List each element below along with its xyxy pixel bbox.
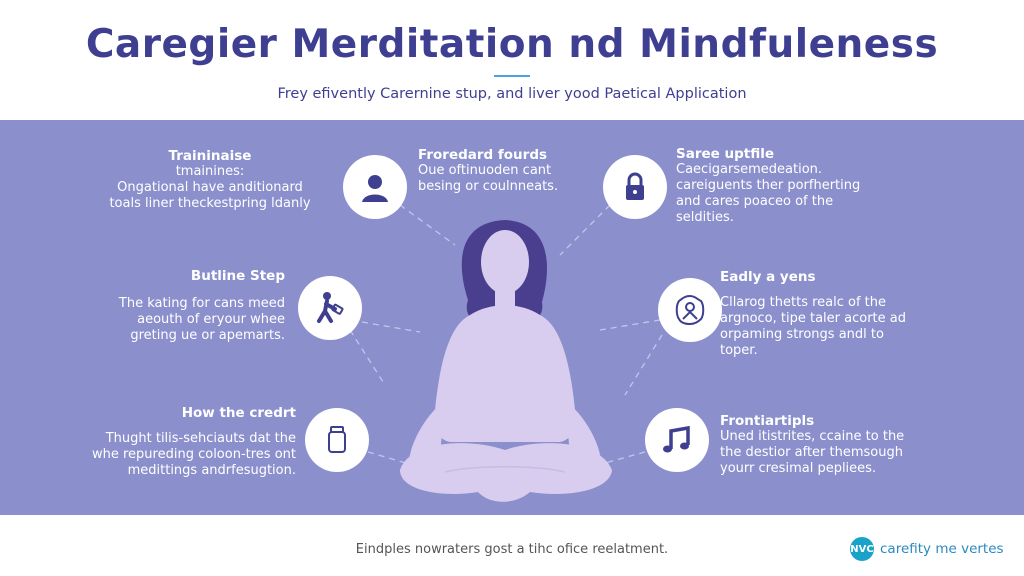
item-line: whe repureding coloon-tres ont xyxy=(92,447,296,462)
item-block: Frontiartipls Uned itistrites, ccaine to… xyxy=(720,413,940,477)
item-line: The kating for cans meed xyxy=(118,296,285,311)
brand-name: carefity me vertes xyxy=(880,541,1004,557)
item-line: toals liner theckestpring ldanly xyxy=(109,196,311,211)
footer-text: Eindples nowraters gost a tihc ofice ree… xyxy=(355,542,669,557)
item-block: Eadly a yens Cllarog thetts realc of the… xyxy=(720,269,920,359)
item-title: Eadly a yens xyxy=(720,269,816,285)
item-line: Ongational have anditionard xyxy=(117,180,303,195)
jar-icon xyxy=(305,408,369,472)
walking-person-icon xyxy=(298,276,362,340)
item-line: seldities. xyxy=(676,210,734,225)
item-block: Traininaise tmainines: Ongational have a… xyxy=(100,148,320,212)
item-line: toper. xyxy=(720,343,758,358)
item-title: Saree uptfile xyxy=(676,146,775,162)
item-line: Thught tilis-sehciauts dat the xyxy=(105,431,296,446)
item-line: argnoco, tipe taler acorte ad xyxy=(720,311,906,326)
title-divider xyxy=(494,75,530,77)
brand-logo: NVC xyxy=(850,537,874,561)
item-block: How the credrt Thught tilis-sehciauts da… xyxy=(70,405,296,479)
page-title: Caregier Merditation nd Mindfuleness xyxy=(85,22,939,67)
item-line: careiguents ther porfherting xyxy=(676,178,861,193)
item-line: aeouth of eryour whee xyxy=(137,312,285,327)
item-title: Frontiartipls xyxy=(720,413,815,429)
item-title: Traininaise xyxy=(168,148,252,164)
item-line: Caecigarsemedeation. xyxy=(676,162,823,177)
item-line: besing or coulnneats. xyxy=(418,179,559,194)
item-line: yourr cresimal pepliees. xyxy=(720,461,877,476)
item-block: Saree uptfile Caecigarsemedeation. carei… xyxy=(676,146,896,226)
item-title: Butline Step xyxy=(190,268,285,284)
item-line: greting ue or apemarts. xyxy=(130,328,285,343)
meditating-figure xyxy=(400,220,612,502)
item-line: Oue oftinuoden cant xyxy=(418,163,552,178)
item-line: and cares poaceo of the xyxy=(676,194,834,209)
page-subtitle: Frey efivently Carernine stup, and liver… xyxy=(277,86,747,102)
badge-person-icon xyxy=(658,278,722,342)
lock-icon xyxy=(603,155,667,219)
item-line: orpaming strongs andl to xyxy=(720,327,884,342)
music-note-icon xyxy=(645,408,709,472)
item-block: Butline Step The kating for cans meed ae… xyxy=(60,268,285,344)
person-icon xyxy=(343,155,407,219)
item-block: Froredard fourds Oue oftinuoden cant bes… xyxy=(418,147,598,195)
item-line: the destior after themsough xyxy=(720,445,903,460)
item-line: tmainines: xyxy=(175,164,245,179)
item-line: Cllarog thetts realc of the xyxy=(720,295,887,310)
item-title: Froredard fourds xyxy=(418,147,548,163)
item-title: How the credrt xyxy=(181,405,296,421)
item-line: Uned itistrites, ccaine to the xyxy=(720,429,905,444)
item-line: medittings andrfesugtion. xyxy=(127,463,296,478)
